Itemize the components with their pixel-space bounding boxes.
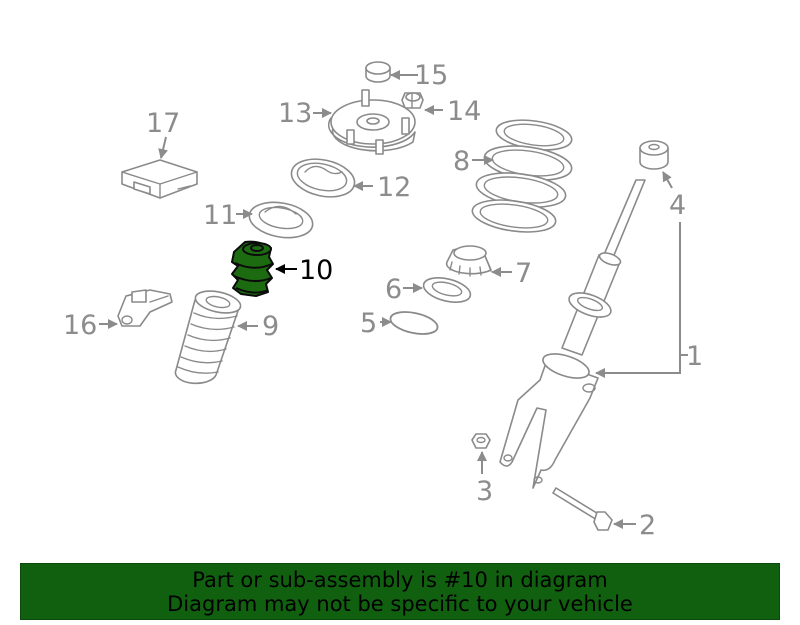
callout-6: 6 <box>385 274 402 305</box>
parts-diagram: 15 14 13 12 11 10 9 8 7 6 5 4 3 2 1 16 1… <box>63 60 703 541</box>
callout-5: 5 <box>360 308 377 339</box>
callout-14: 14 <box>447 96 481 127</box>
callout-4: 4 <box>669 190 686 221</box>
part-13-strut-mount <box>327 89 416 155</box>
callout-7: 7 <box>515 258 532 289</box>
callout-17: 17 <box>146 108 180 139</box>
callout-15: 15 <box>414 60 448 91</box>
part-12-spring-seat <box>290 158 356 198</box>
part-8-coil-spring <box>471 119 573 233</box>
part-2-bolt <box>552 487 613 531</box>
callout-2: 2 <box>639 510 656 541</box>
part-9-dust-boot <box>174 290 242 385</box>
banner-line-2: Diagram may not be specific to your vehi… <box>167 591 633 616</box>
callout-13: 13 <box>278 98 312 129</box>
part-14-nut <box>401 92 424 109</box>
callout-12: 12 <box>377 172 411 203</box>
callout-1: 1 <box>686 341 703 372</box>
part-6-isolator <box>422 277 472 303</box>
leader-lines <box>99 70 688 529</box>
part-10-jounce-bumper <box>231 240 274 297</box>
part-5-o-ring <box>389 311 439 335</box>
callout-16: 16 <box>63 310 97 341</box>
callout-9: 9 <box>262 311 279 342</box>
part-7-lower-seat <box>445 245 492 277</box>
part-1-strut <box>499 179 646 489</box>
part-17-module <box>121 159 198 199</box>
banner-line-1: Part or sub-assembly is #10 in diagram <box>192 567 608 592</box>
info-banner: Part or sub-assembly is #10 in diagram D… <box>20 563 780 620</box>
part-16-bracket <box>117 289 173 327</box>
part-11-spring-pad <box>248 201 314 239</box>
part-4-cap <box>639 140 669 170</box>
part-3-nut <box>471 433 491 449</box>
callout-10: 10 <box>299 255 333 286</box>
part-15-cap <box>365 61 391 83</box>
callout-3: 3 <box>476 476 493 507</box>
callout-8: 8 <box>453 146 470 177</box>
callout-11: 11 <box>203 200 237 231</box>
